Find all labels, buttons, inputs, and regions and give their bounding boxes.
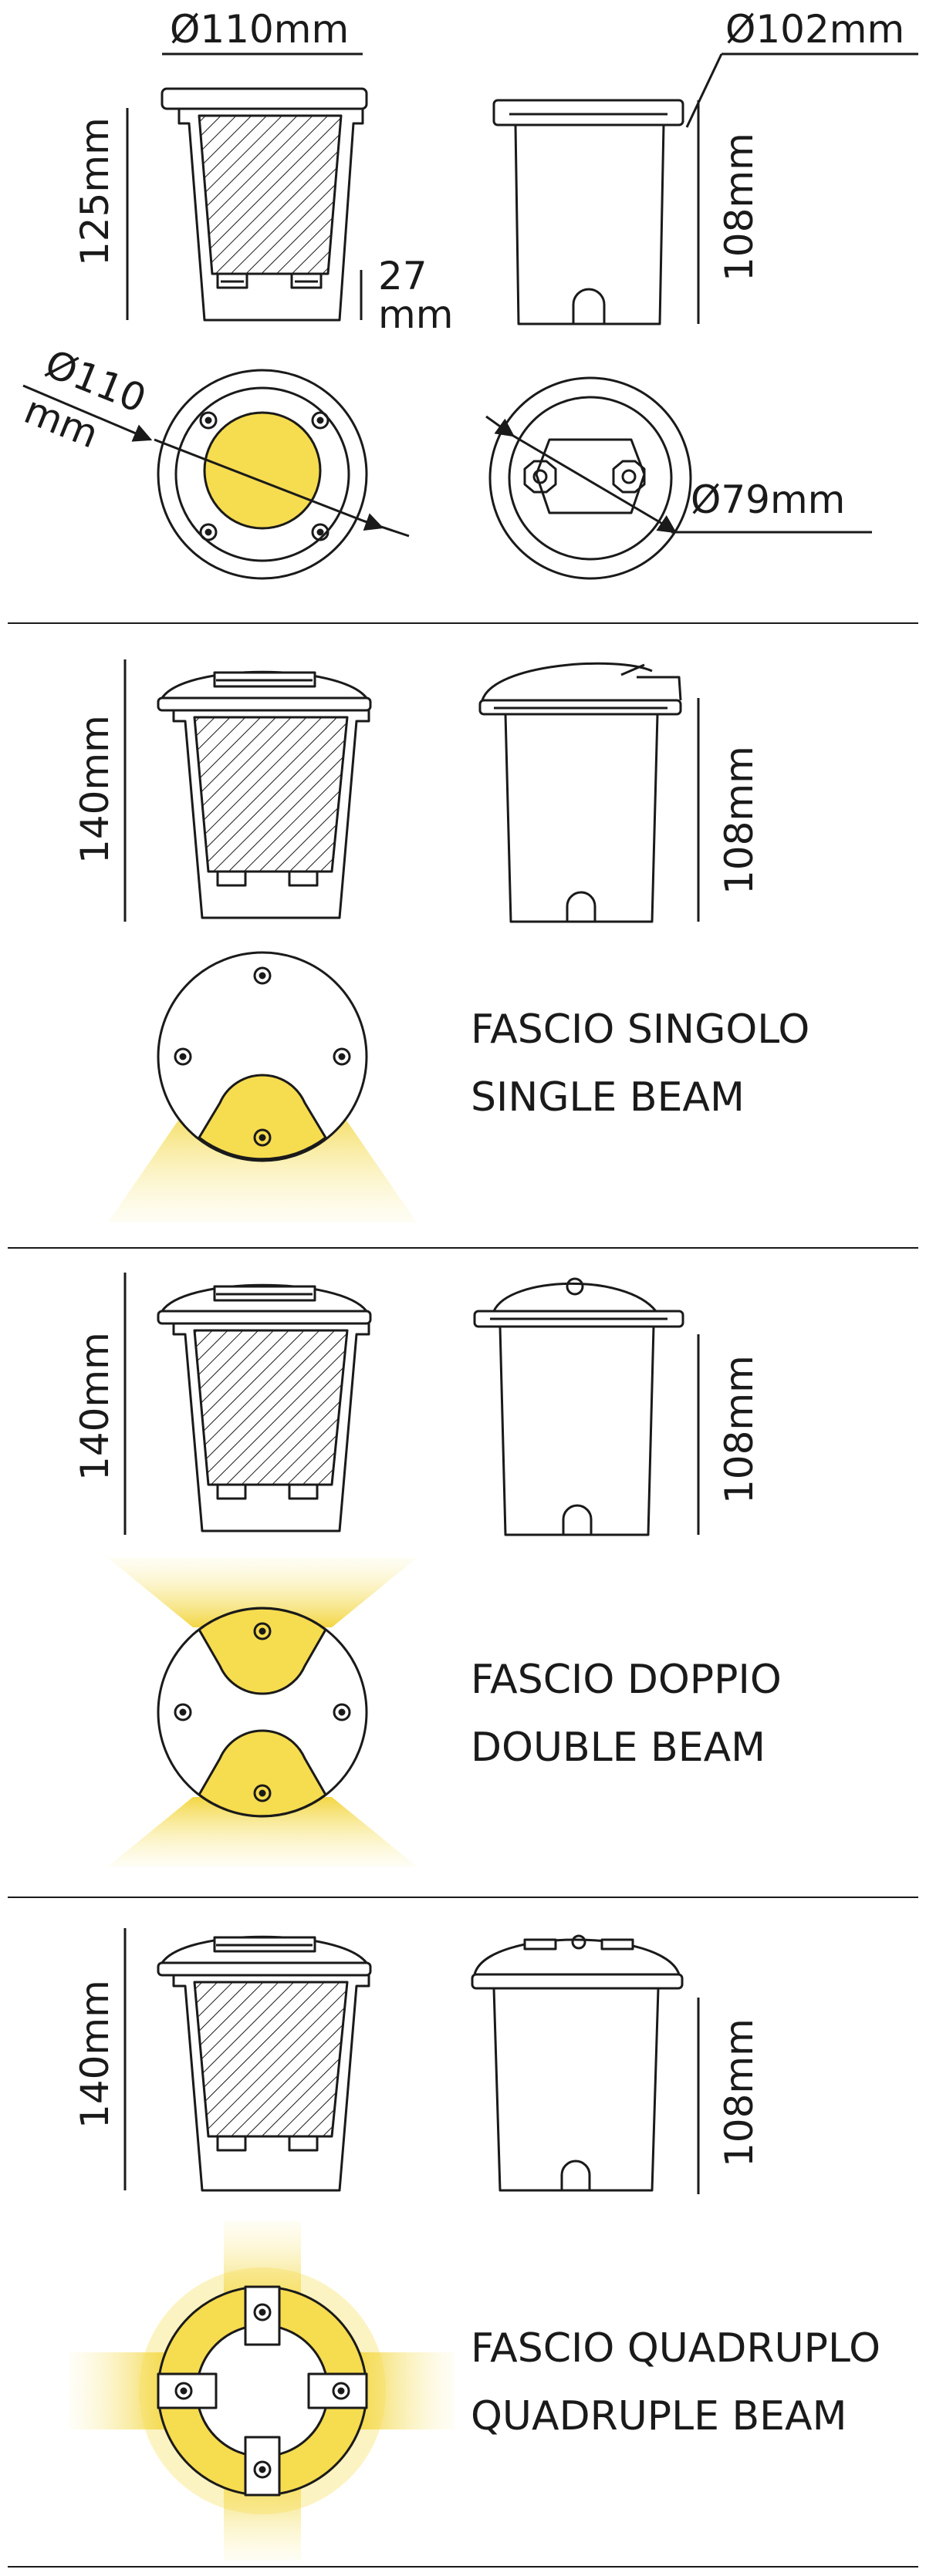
fixture-side-view-dome-hatched xyxy=(157,670,372,919)
beam-left xyxy=(69,2352,170,2429)
fixture-front-face xyxy=(22,369,410,580)
height-label-left: 140mm xyxy=(73,1332,117,1481)
screw-icon xyxy=(174,1622,351,1802)
section-1-basic-model xyxy=(22,52,918,580)
leader-line-top-right xyxy=(685,53,723,128)
fixture-side-view-dome-plain xyxy=(478,662,682,923)
fixture-side-view-hatched xyxy=(161,87,368,322)
fixture-back-face xyxy=(485,376,872,580)
height-label-left: 140mm xyxy=(73,1980,117,2129)
screw-icon xyxy=(199,411,330,541)
height-label-right: 108mm xyxy=(717,746,762,895)
back-diameter-label: Ø79mm xyxy=(691,477,845,522)
double-beam-diagram xyxy=(108,1558,417,1866)
single-beam-diagram xyxy=(108,951,417,1222)
screw-icon xyxy=(174,966,351,1147)
beam-right xyxy=(355,2352,455,2429)
beam-up xyxy=(108,1558,417,1627)
depth-label-unit: mm xyxy=(378,292,453,337)
depth-label-value: 27 xyxy=(378,254,428,298)
beam-label-italian: FASCIO SINGOLO xyxy=(471,1006,809,1053)
quadruple-beam-diagram xyxy=(69,2221,455,2561)
fixture-side-view-plain xyxy=(492,99,684,325)
beam-label-italian: FASCIO DOPPIO xyxy=(471,1657,782,1703)
section-2-single-beam xyxy=(108,659,700,1222)
beam-label-english: DOUBLE BEAM xyxy=(471,1725,765,1771)
fixture-side-view-dome-plain xyxy=(471,1934,684,2192)
height-label-right: 108mm xyxy=(717,2018,762,2167)
height-label-left: 140mm xyxy=(73,715,117,864)
height-label-right: 108mm xyxy=(717,133,762,282)
fixture-side-view-dome-plain xyxy=(473,1277,684,1536)
fixture-side-view-dome-hatched xyxy=(157,1283,372,1532)
height-label-left: 125mm xyxy=(73,117,117,266)
section-3-double-beam xyxy=(108,1273,700,1866)
beam-label-english: QUADRUPLE BEAM xyxy=(471,2393,847,2439)
beam-label-italian: FASCIO QUADRUPLO xyxy=(471,2325,880,2372)
beam-down xyxy=(108,1797,417,1866)
section-4-quadruple-beam xyxy=(69,1928,700,2561)
fixture-side-view-dome-hatched xyxy=(157,1935,372,2192)
diameter-label-top-right: Ø102mm xyxy=(725,7,904,52)
beam-label-english: SINGLE BEAM xyxy=(471,1074,745,1121)
nut-icon xyxy=(523,460,646,494)
diameter-label-top-left: Ø110mm xyxy=(170,7,349,52)
height-label-right: 108mm xyxy=(717,1355,762,1504)
screw-icon xyxy=(174,2303,350,2479)
